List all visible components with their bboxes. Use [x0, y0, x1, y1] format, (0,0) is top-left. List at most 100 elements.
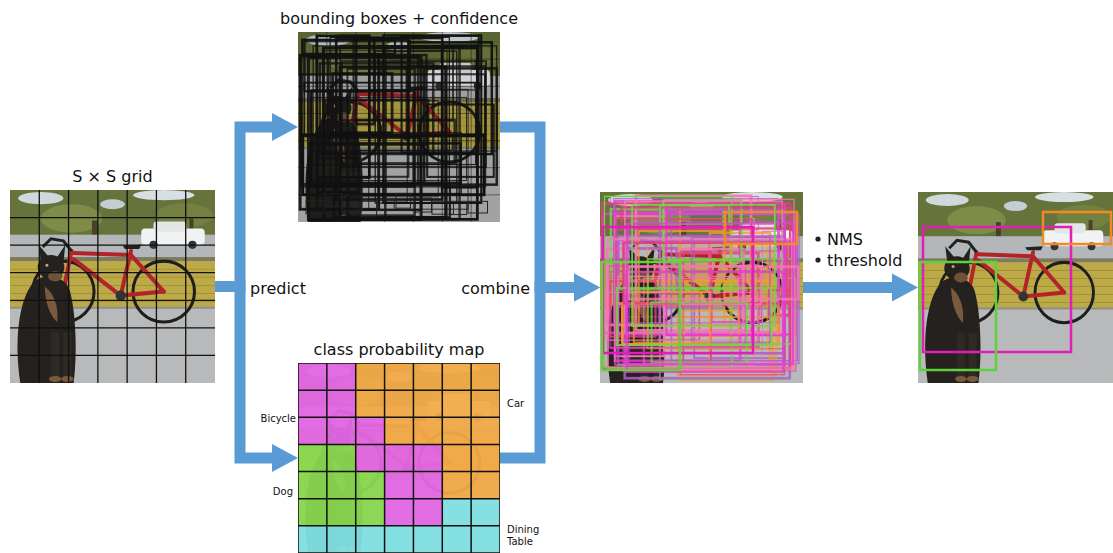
scored-box [617, 288, 772, 345]
class-cell [298, 417, 327, 444]
grid-line [68, 190, 69, 383]
grid-line [97, 190, 98, 383]
arrow-shaft [500, 127, 576, 288]
class-cell [413, 390, 442, 417]
scored-box [603, 227, 753, 353]
photo-panel [298, 32, 500, 222]
class-cell [471, 472, 500, 499]
image-panel [918, 192, 1113, 383]
arrow-head [892, 274, 918, 302]
class-cell [413, 472, 442, 499]
panel-heading: class probability map [314, 340, 485, 359]
grid-line [10, 327, 215, 328]
class-cell [442, 417, 471, 444]
grid-border [298, 363, 500, 553]
edge-label: predict [250, 279, 306, 298]
predicted-box [323, 133, 461, 194]
class-label: Dining Table [507, 524, 553, 548]
predicted-box [342, 195, 362, 210]
grid-line [413, 363, 415, 553]
arrow-shaft [500, 288, 576, 459]
arrow-shaft [215, 127, 274, 287]
class-cell [327, 499, 356, 526]
predicted-box [408, 42, 491, 154]
class-cell [298, 526, 327, 553]
predicted-box [360, 201, 377, 216]
class-cell [413, 444, 442, 471]
predicted-box [347, 136, 452, 150]
grid-line [10, 355, 215, 356]
flow-arrow [500, 127, 600, 302]
class-cell [298, 390, 327, 417]
class-cell [385, 363, 414, 390]
shade [298, 32, 500, 222]
grid-line [298, 498, 500, 500]
grid-line [10, 217, 215, 218]
edge-label: combine [461, 279, 530, 298]
class-cell [356, 472, 385, 499]
predicted-box [306, 201, 324, 214]
class-cell [471, 417, 500, 444]
grid-line [185, 190, 186, 383]
predicted-box [317, 36, 370, 178]
scored-box [602, 262, 680, 370]
grid-line [470, 363, 472, 553]
predicted-box [304, 83, 477, 137]
predicted-box [450, 201, 467, 214]
detection-box [920, 262, 996, 370]
grid-line [298, 471, 500, 473]
predicted-box [342, 61, 486, 167]
panel-heading: bounding boxes + confidence [280, 9, 518, 28]
class-cell [356, 417, 385, 444]
arrow-head [272, 113, 298, 141]
arrow-head [574, 274, 600, 302]
image-panel: class probability map [298, 363, 500, 553]
scored-box [629, 267, 798, 299]
class-cell [385, 417, 414, 444]
image-panel [600, 192, 803, 383]
class-label: Car [507, 398, 524, 410]
class-cell [442, 363, 471, 390]
class-cell [442, 526, 471, 553]
class-cell [298, 499, 327, 526]
predicted-box [354, 39, 409, 177]
class-cell [471, 526, 500, 553]
class-cell [471, 444, 500, 471]
predicted-box [468, 201, 488, 213]
class-cell [327, 472, 356, 499]
scored-box [616, 212, 795, 334]
predicted-box [378, 200, 394, 210]
predicted-box [302, 74, 485, 186]
class-cell [385, 472, 414, 499]
photo-scene [600, 192, 803, 383]
panel-ground [298, 363, 500, 553]
class-cell [356, 499, 385, 526]
class-cell [356, 363, 385, 390]
grid-line [39, 190, 40, 383]
flow-arrow [500, 274, 600, 459]
scored-box [660, 205, 729, 224]
photo-scene [298, 32, 500, 222]
grid-line [10, 300, 215, 301]
grid-line [355, 363, 357, 553]
detection-box [1043, 212, 1111, 244]
bullet-dot [815, 236, 820, 241]
grid-line [126, 190, 127, 383]
flow-arrow [215, 287, 298, 473]
class-cell [327, 444, 356, 471]
grid-line [10, 244, 215, 245]
photo-panel [600, 192, 803, 383]
photo-scene [918, 192, 1113, 383]
scored-box [622, 304, 778, 344]
class-cell [471, 363, 500, 390]
image-panel: bounding boxes + confidence [298, 32, 500, 222]
class-cell [413, 499, 442, 526]
photo-panel [298, 363, 500, 553]
predicted-box [356, 39, 374, 125]
grid-line [10, 272, 215, 273]
image-panel: S × S grid [10, 190, 215, 383]
predicted-box [396, 193, 411, 208]
